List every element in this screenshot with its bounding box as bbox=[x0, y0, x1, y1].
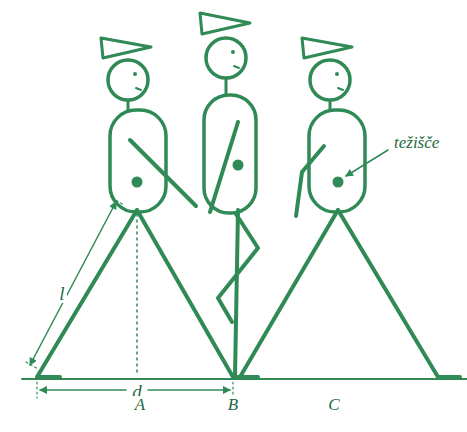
leg-length-label: l bbox=[57, 284, 66, 303]
position-label: A bbox=[133, 396, 147, 413]
centre-of-gravity-label: težišče bbox=[392, 134, 441, 151]
position-label: B bbox=[226, 396, 240, 413]
position-label: C bbox=[326, 396, 341, 413]
